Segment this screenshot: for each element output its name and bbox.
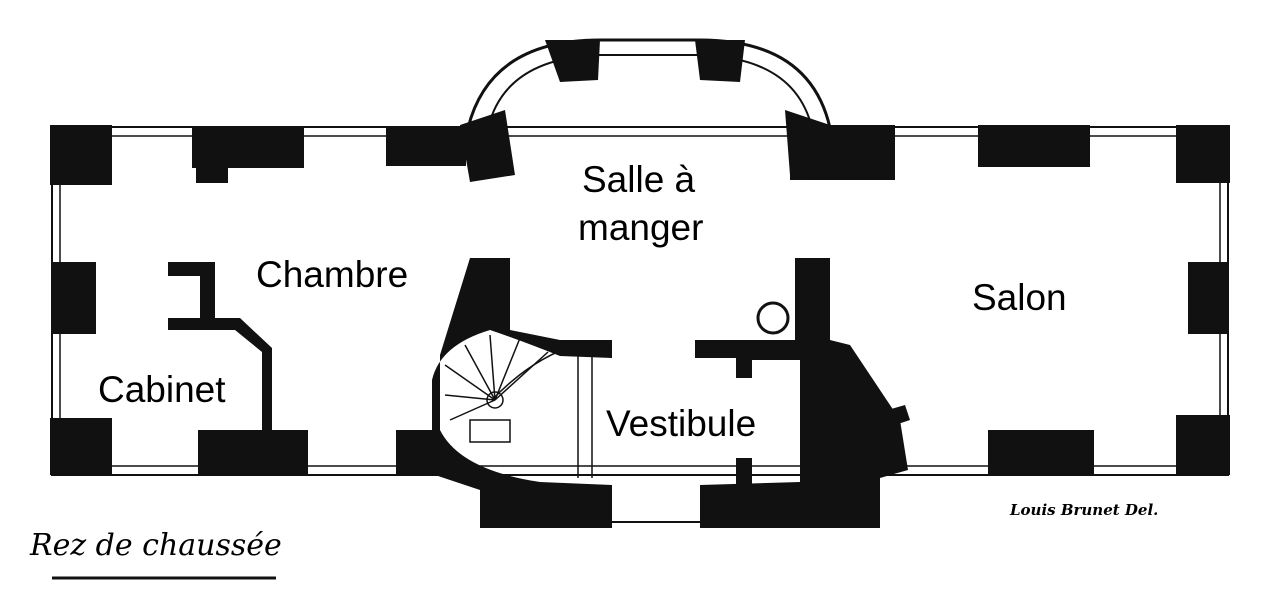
room-label-salle: Salle à bbox=[582, 159, 696, 200]
room-label-salon: Salon bbox=[972, 277, 1067, 318]
column-icon bbox=[756, 301, 790, 335]
room-labels: Salle à manger Chambre Salon Cabinet Ves… bbox=[98, 159, 1067, 444]
room-label-chambre: Chambre bbox=[256, 254, 408, 295]
signature: Louis Brunet Del. bbox=[1009, 501, 1158, 519]
walls bbox=[50, 38, 1230, 528]
room-label-vestibule: Vestibule bbox=[606, 403, 756, 444]
plan-caption: Rez de chaussée bbox=[29, 528, 282, 563]
room-label-cabinet: Cabinet bbox=[98, 369, 226, 410]
spiral-stair-icon bbox=[444, 334, 549, 443]
room-label-manger: manger bbox=[578, 207, 703, 248]
